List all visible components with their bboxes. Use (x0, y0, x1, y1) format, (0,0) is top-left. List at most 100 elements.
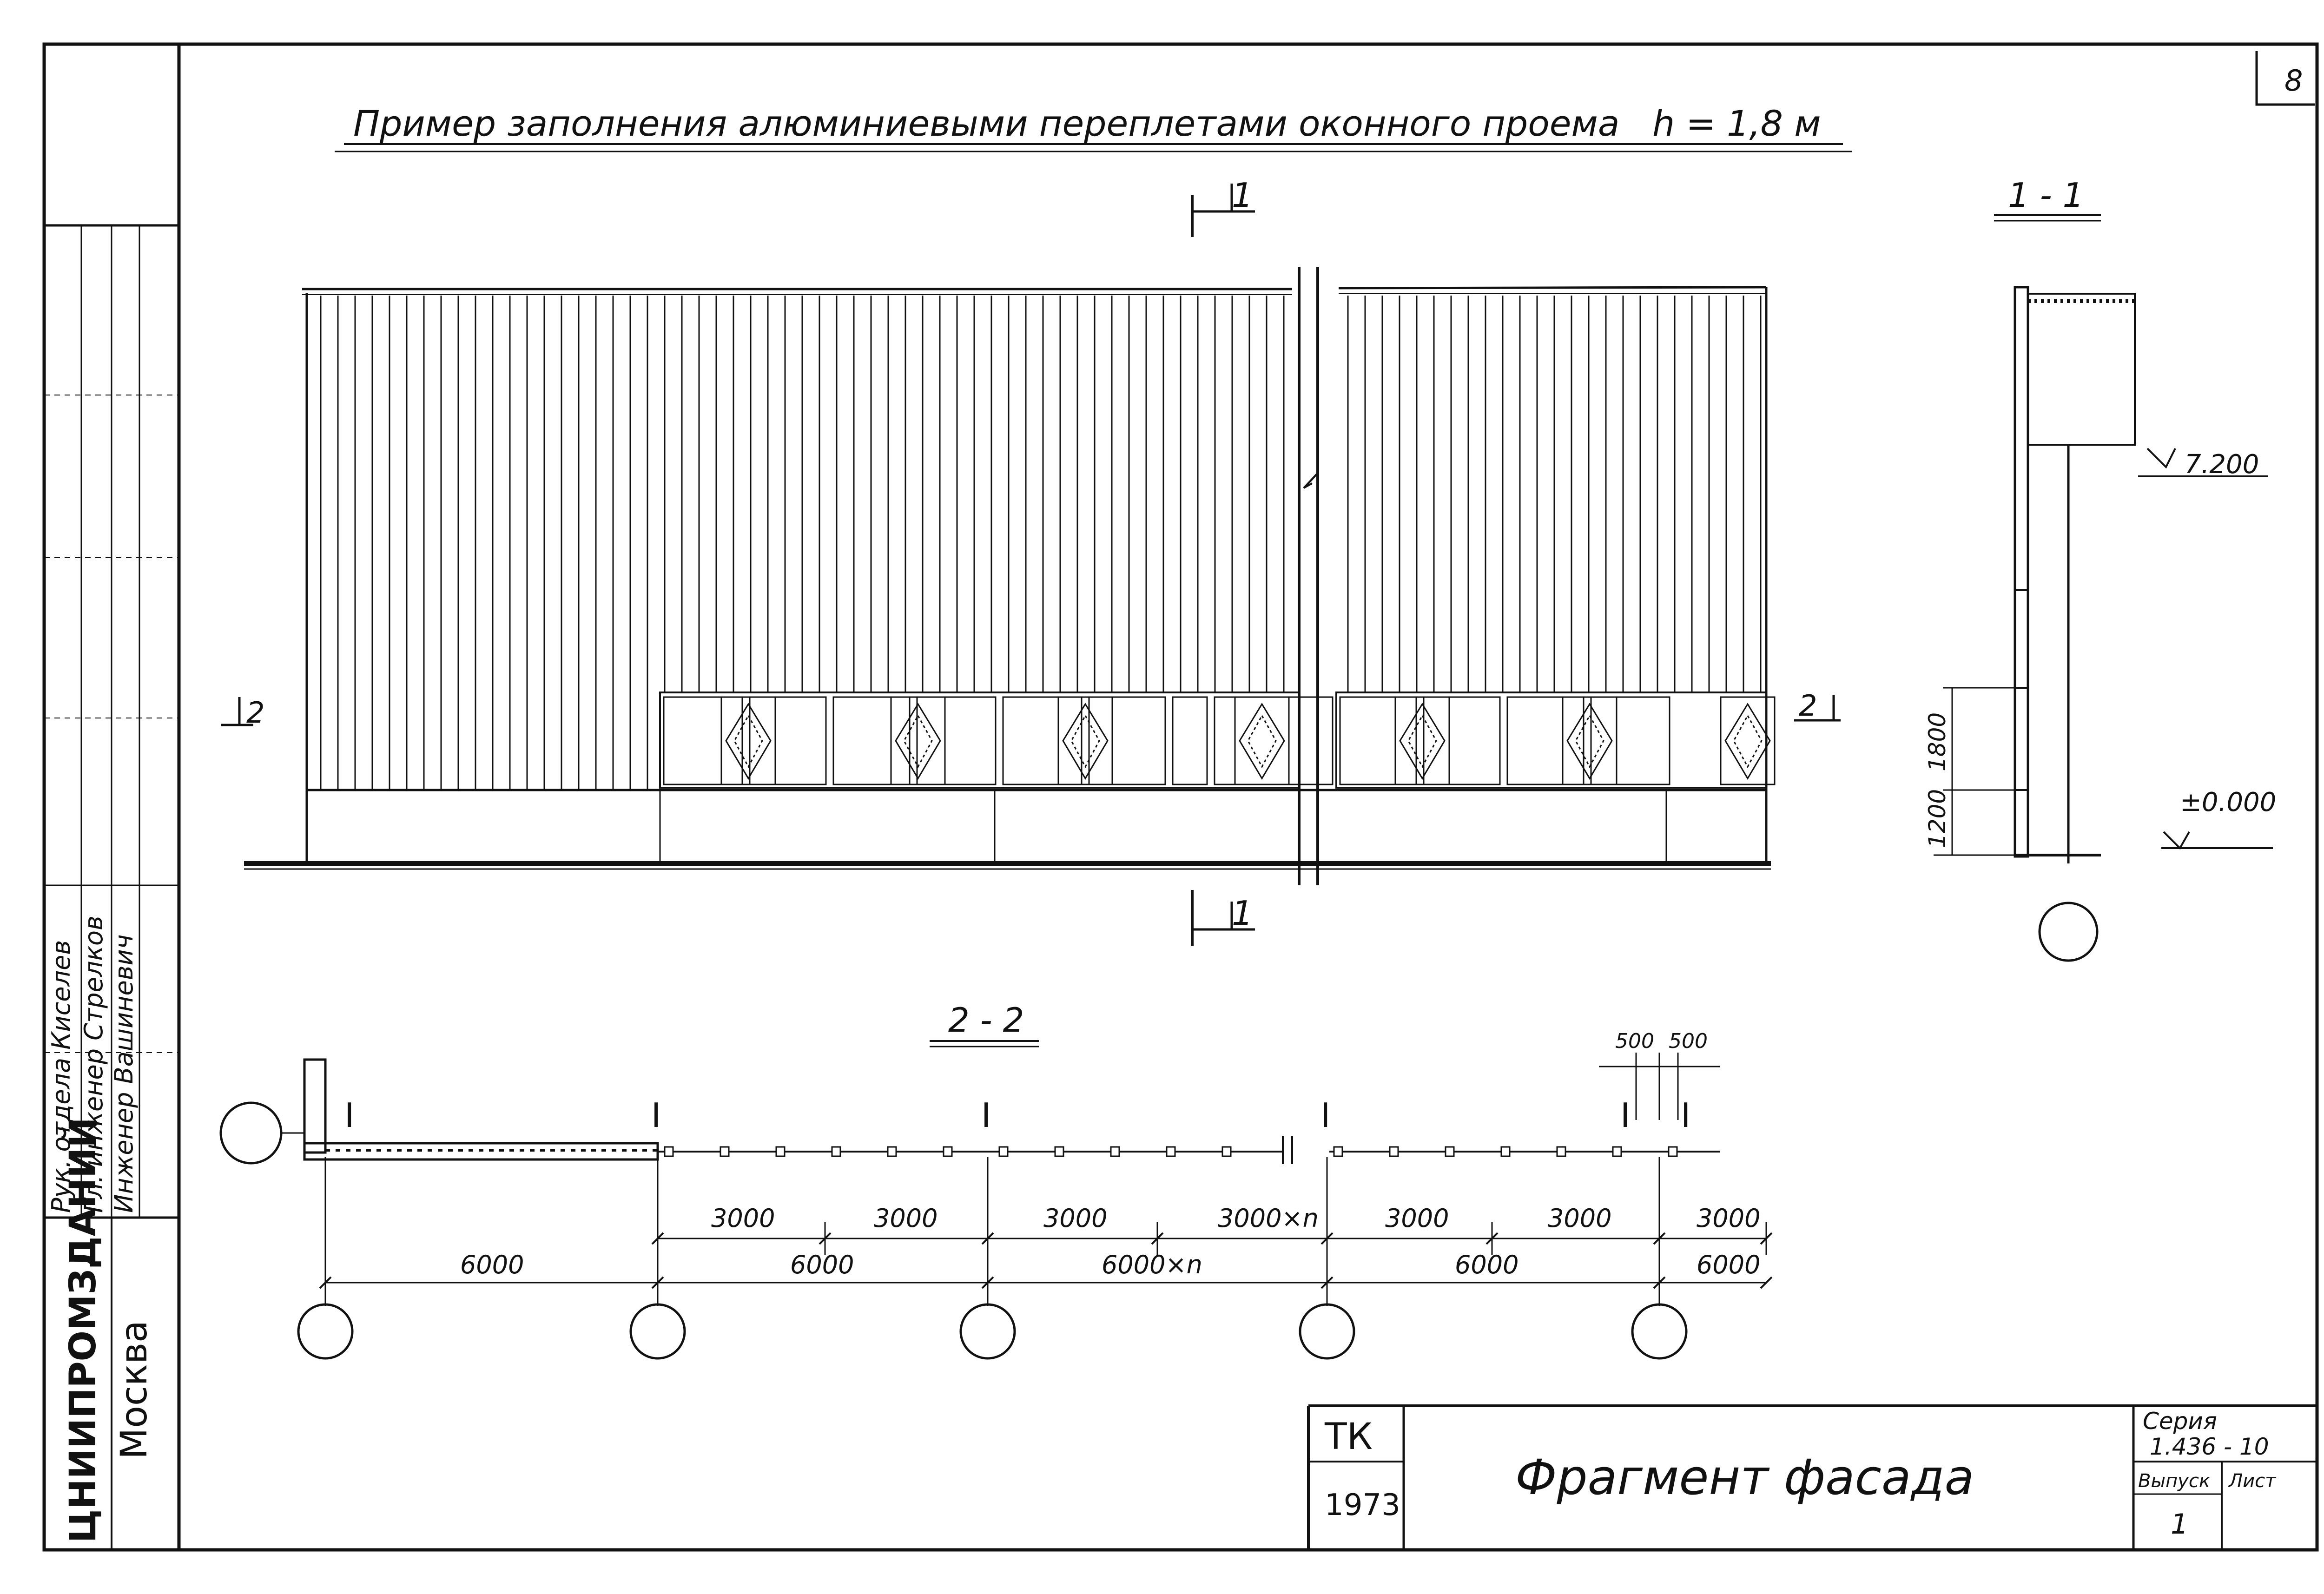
section-cut-2-right-label: 2 (1799, 689, 1817, 723)
stamp-row-3: Инженер Вашиневич (109, 934, 139, 1213)
column-mark: I (1320, 1096, 1330, 1135)
column-mark: I (1620, 1096, 1630, 1135)
window-pane (916, 696, 997, 785)
glazing-node (887, 1146, 897, 1157)
plan-2-2-drawing (219, 1053, 1773, 1360)
drawing-title: Пример заполнения алюминиевыми переплета… (353, 103, 1619, 144)
window-diamond-inner (1247, 714, 1277, 769)
dim-slash (981, 1232, 994, 1245)
window-diamond-inner (1407, 714, 1437, 769)
title-block-name: Фрагмент фасада (1515, 1449, 1974, 1506)
section-1-1-drawing (1934, 286, 2273, 962)
window-band (663, 696, 1776, 785)
window-diamond-inner (903, 714, 933, 769)
dim-slash (1760, 1276, 1773, 1289)
dim-label-3000: 3000×n (1218, 1204, 1319, 1233)
sheet-number-box: 8 (2255, 51, 2315, 106)
section-cut-1-top (1191, 184, 1255, 237)
window-diamond-inner (1733, 714, 1763, 769)
dim-slash (651, 1276, 664, 1289)
glazing-node (998, 1146, 1009, 1157)
glazing-node (831, 1146, 841, 1157)
section-cut-2-left-label: 2 (246, 696, 264, 730)
glazing-node (1110, 1146, 1120, 1157)
dim-label-3000: 3000 (1043, 1204, 1107, 1233)
window-diamond-inner (1575, 714, 1604, 769)
sheet-frame (42, 42, 2319, 1552)
stamp-row-2: Гл. инженер Стрелков (79, 916, 108, 1213)
glazing-node (1333, 1146, 1343, 1157)
window-diamond-inner (1070, 714, 1100, 769)
section-1-1-level-zero: ±0.000 (2180, 787, 2276, 817)
dim-label-6000: 6000×n (1102, 1250, 1202, 1279)
window-pane (832, 696, 911, 785)
drawing-title-group: Пример заполнения алюминиевыми переплета… (335, 103, 1852, 152)
window-sash (720, 696, 776, 785)
title-block-code: ТК (1324, 1416, 1373, 1458)
dim-slash (1320, 1232, 1334, 1245)
section-1-1-dim-1800: 1800 (1924, 712, 1951, 771)
dim-label-6000: 6000 (790, 1250, 854, 1279)
section-cut-2-left (221, 697, 253, 726)
axis-circle (1631, 1303, 1688, 1360)
axis-circle (1299, 1303, 1355, 1360)
plan-2-2-title: 2 - 2 (948, 1001, 1024, 1040)
window-diamond (1724, 703, 1771, 780)
window-pane (1423, 696, 1501, 785)
dim-slash (1760, 1232, 1773, 1245)
dim-label-3000: 3000 (1385, 1204, 1449, 1233)
axis-circle (629, 1303, 686, 1360)
glazing-node (1668, 1146, 1678, 1157)
dim-label-3000: 3000 (874, 1204, 938, 1233)
window-diamond (1062, 703, 1109, 780)
window-diamond (1566, 703, 1613, 780)
section-cut-1-bottom (1191, 890, 1255, 946)
title-block-issue-label: Выпуск (2138, 1470, 2210, 1492)
window-sash (1562, 696, 1618, 785)
dim-label-6000: 6000 (1455, 1250, 1519, 1279)
stamp-organization: ЦНИИПРОМЗДАНИЙ (61, 1117, 104, 1543)
window-diamond (1399, 703, 1446, 780)
facade-ribs-left (320, 296, 1285, 790)
dim-label-3000: 3000 (1697, 1204, 1760, 1233)
dim-slash (1486, 1232, 1499, 1245)
window-pane (1002, 696, 1083, 785)
glazing-node (943, 1146, 953, 1157)
window-sash (1720, 696, 1776, 785)
title-block-series-value: 1.436 - 10 (2150, 1433, 2269, 1460)
glazing-node (1166, 1146, 1176, 1157)
section-1-1-level-top: 7.200 (2185, 449, 2259, 480)
drawing-title-height: h = 1,8 м (1652, 103, 1821, 144)
dim-label-3000: 3000 (1548, 1204, 1611, 1233)
column-mark: I (651, 1096, 661, 1135)
side-stamp (44, 224, 179, 1550)
glazing-node (1556, 1146, 1566, 1157)
window-pane (1088, 696, 1166, 785)
plan-top-dim-1: 500 (1615, 1029, 1654, 1053)
dim-slash (1653, 1232, 1666, 1245)
column-mark: I (344, 1096, 354, 1135)
dim-slash (819, 1232, 832, 1245)
stamp-city: Москва (113, 1320, 155, 1459)
window-sash (1394, 696, 1450, 785)
glazing-node (1221, 1146, 1232, 1157)
window-pane (749, 696, 827, 785)
dim-slash (981, 1276, 994, 1289)
window-pane (1506, 696, 1585, 785)
column-mark: I (1681, 1096, 1690, 1135)
glazing-node (1389, 1146, 1399, 1157)
dim-slash (319, 1276, 332, 1289)
title-block-series-label: Серия (2143, 1408, 2217, 1435)
title-block-issue-value: 1 (2171, 1508, 2188, 1541)
window-diamond-inner (733, 714, 763, 769)
plan-axes (297, 1157, 1773, 1360)
glazing-node (1500, 1146, 1511, 1157)
window-sash (1057, 696, 1113, 785)
facade-elevation (244, 267, 1776, 885)
window-pane (1339, 696, 1417, 785)
axis-circle (297, 1303, 354, 1360)
plan-glazing-nodes (664, 1146, 1678, 1157)
